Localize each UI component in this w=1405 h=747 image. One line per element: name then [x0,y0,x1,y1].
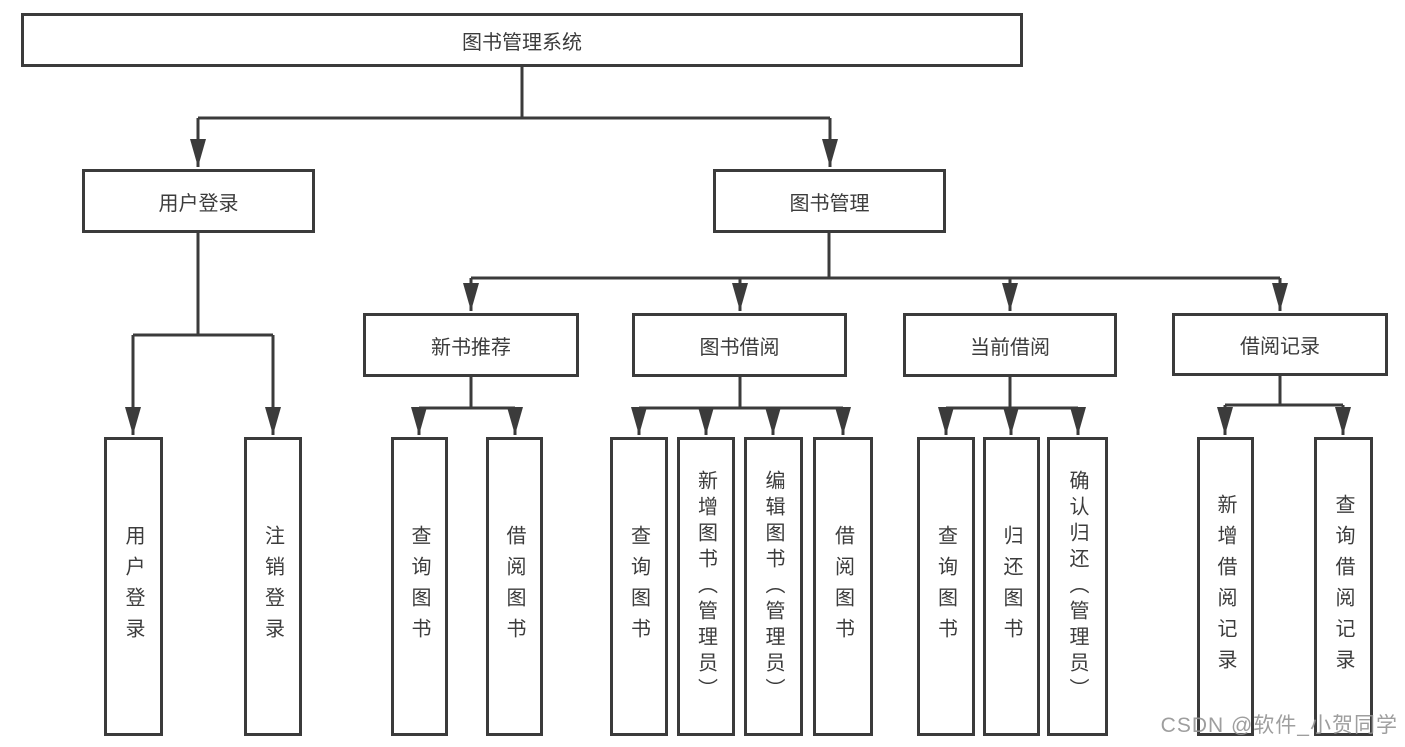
node-label: 新增图书（管理员） [694,469,717,704]
node-label: 归还图书 [1000,524,1022,649]
node-book-management: 图书管理 [713,169,946,233]
node-label: 查询图书 [408,524,430,649]
node-label: 查询借阅记录 [1332,493,1354,680]
node-label: 注销登录 [261,524,284,649]
leaf-logout: 注销登录 [244,437,302,736]
leaf-cb-confirm-return-admin: 确认归还（管理员） [1047,437,1108,736]
leaf-bb-add-books-admin: 新增图书（管理员） [677,437,735,736]
node-label: 确认归还（管理员） [1066,469,1088,704]
node-label: 用户登录 [122,524,144,649]
leaf-bb-edit-books-admin: 编辑图书（管理员） [744,437,803,736]
leaf-br-add-record: 新增借阅记录 [1197,437,1254,736]
node-book-borrow: 图书借阅 [632,313,847,377]
node-user-login: 用户登录 [82,169,315,233]
leaf-bb-query-books: 查询图书 [610,437,668,736]
node-current-borrow: 当前借阅 [903,313,1117,377]
leaf-user-login: 用户登录 [104,437,163,736]
leaf-rec-query-books: 查询图书 [391,437,448,736]
leaf-cb-return-books: 归还图书 [983,437,1040,736]
csdn-watermark: CSDN @软件_小贺同学 [1160,714,1398,737]
leaf-bb-borrow-books: 借阅图书 [813,437,873,736]
node-root-system: 图书管理系统 [21,13,1023,67]
node-label: 编辑图书（管理员） [762,469,784,704]
node-borrow-records: 借阅记录 [1172,313,1388,376]
leaf-br-query-record: 查询借阅记录 [1314,437,1373,736]
node-label: 查询图书 [627,524,650,649]
node-new-book-recommend: 新书推荐 [363,313,579,377]
leaf-cb-query-books: 查询图书 [917,437,975,736]
node-label: 查询图书 [934,524,957,649]
leaf-rec-borrow-books: 借阅图书 [486,437,543,736]
node-label: 新增借阅记录 [1214,493,1236,680]
node-label: 借阅图书 [503,524,525,649]
node-label: 借阅图书 [831,524,854,649]
